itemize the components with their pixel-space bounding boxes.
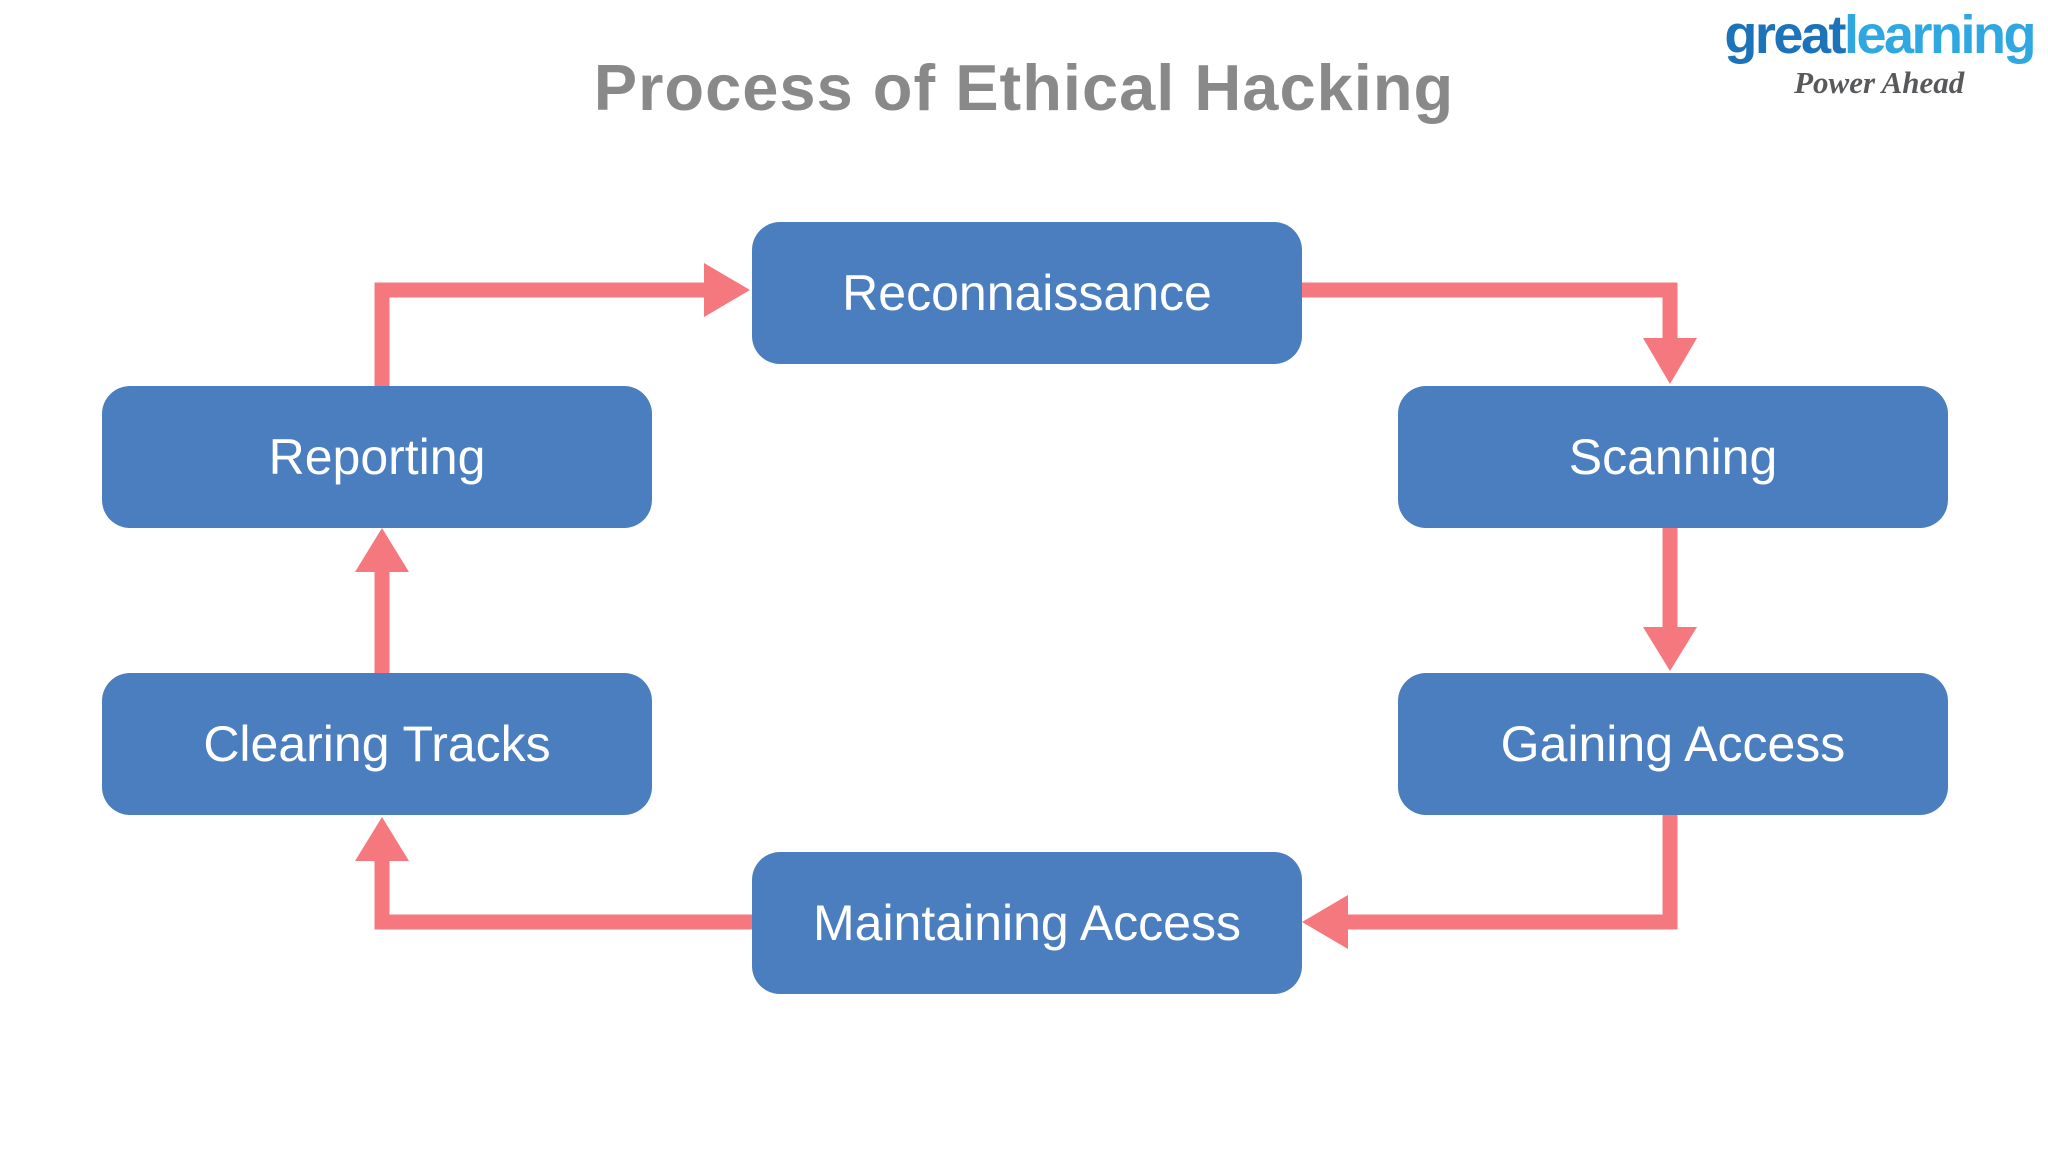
- brand-logo-word-great: great: [1724, 5, 1846, 65]
- arrow-clearing-tracks-to-reporting: [355, 528, 409, 673]
- node-reconnaissance-label: Reconnaissance: [842, 265, 1212, 321]
- node-reporting-label: Reporting: [268, 429, 486, 485]
- arrow-gaining-access-to-maintaining-access: [1302, 815, 1678, 949]
- brand-logo-word-learning: learning: [1843, 5, 2037, 65]
- node-scanning-label: Scanning: [1568, 429, 1778, 485]
- node-scanning: Scanning: [1398, 386, 1948, 528]
- node-maintaining-access-label: Maintaining Access: [812, 895, 1241, 951]
- page-title: Process of Ethical Hacking: [593, 51, 1455, 124]
- arrow-maintaining-access-to-clearing-tracks: [355, 817, 752, 930]
- brand-logo-wordmark: greatlearning: [1724, 5, 2037, 65]
- brand-logo-tagline: Power Ahead: [1794, 65, 1965, 100]
- node-clearing-tracks: Clearing Tracks: [102, 673, 652, 815]
- brand-logo: greatlearning Power Ahead: [1724, 5, 2037, 100]
- node-gaining-access-label: Gaining Access: [1500, 716, 1846, 772]
- node-reconnaissance: Reconnaissance: [752, 222, 1302, 364]
- node-maintaining-access: Maintaining Access: [752, 852, 1302, 994]
- node-reporting: Reporting: [102, 386, 652, 528]
- arrow-reconnaissance-to-scanning: [1302, 282, 1697, 384]
- node-clearing-tracks-label: Clearing Tracks: [203, 716, 551, 772]
- node-gaining-access: Gaining Access: [1398, 673, 1948, 815]
- arrow-reporting-to-reconnaissance: [374, 263, 750, 390]
- arrow-scanning-to-gaining-access: [1643, 528, 1697, 671]
